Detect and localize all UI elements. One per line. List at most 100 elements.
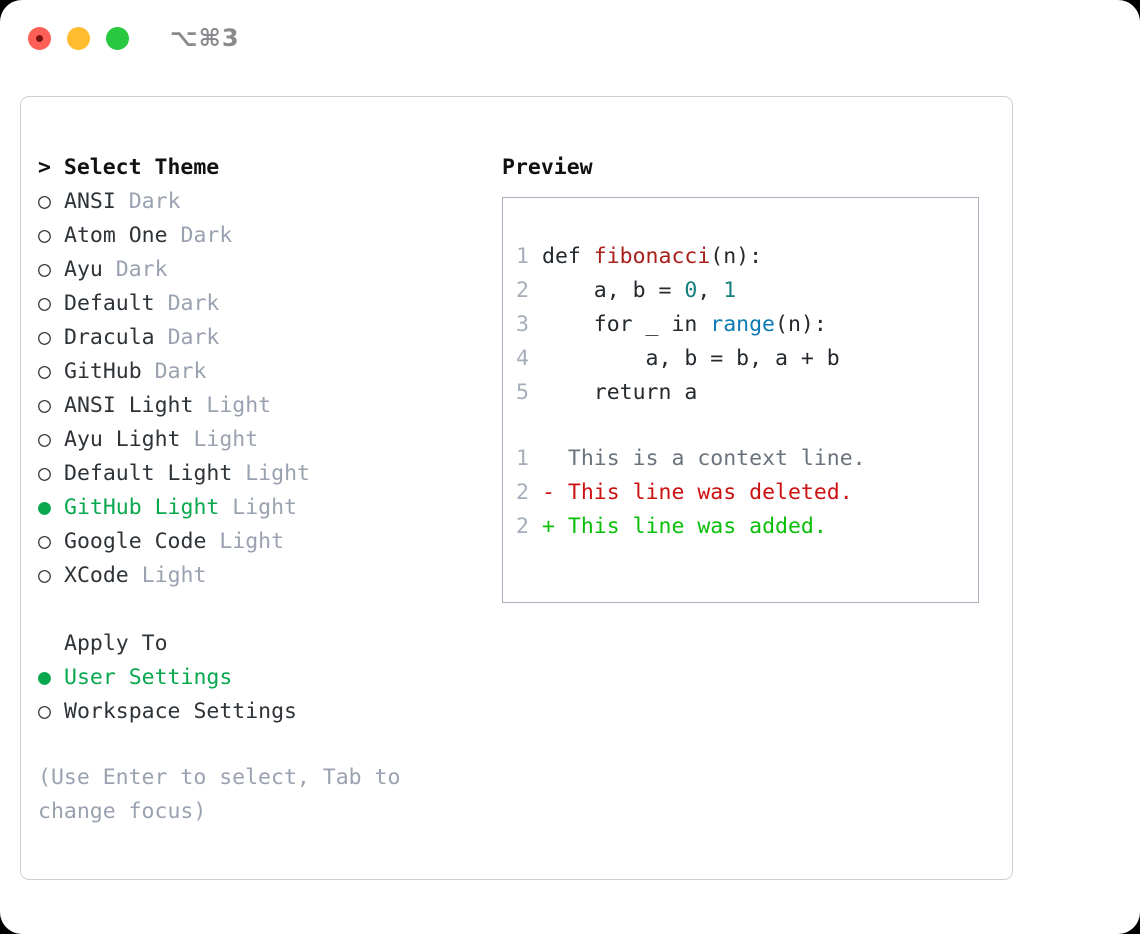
minimize-window-button[interactable] xyxy=(67,27,90,50)
theme-option-tag: Dark xyxy=(128,189,181,214)
diff-marker xyxy=(542,446,555,471)
diff-text: This line was added. xyxy=(567,514,827,539)
apply-to-option-user-settings[interactable]: ● User Settings xyxy=(38,661,478,695)
theme-option-label: Atom One xyxy=(64,223,168,248)
radio-unselected-icon: ○ xyxy=(38,529,51,554)
theme-option-label: Default xyxy=(64,291,155,316)
label-tag-separator xyxy=(155,291,168,316)
diff-text: This line was deleted. xyxy=(567,480,853,505)
apply-to-options-list[interactable]: ● User Settings ○ Workspace Settings xyxy=(38,661,478,729)
theme-option-dracula[interactable]: ○Dracula Dark xyxy=(38,321,478,355)
theme-option-label: Dracula xyxy=(64,325,155,350)
theme-option-tag: Light xyxy=(193,427,259,452)
line-number: 5 xyxy=(516,380,529,405)
theme-option-tag: Dark xyxy=(167,325,220,350)
label-tag-separator xyxy=(155,325,168,350)
code-diff-gap xyxy=(516,410,974,442)
apply-to-option-label: Workspace Settings xyxy=(64,699,297,724)
apply-to-option-label: User Settings xyxy=(64,665,233,690)
code-token-num: 1 xyxy=(723,278,737,303)
line-number: 2 xyxy=(516,278,529,303)
label-tag-separator xyxy=(142,359,155,384)
label-tag-separator xyxy=(206,529,219,554)
theme-option-default-light[interactable]: ○ Default Light Light xyxy=(38,457,478,491)
radio-unselected-icon: ○ xyxy=(38,427,51,452)
maximize-window-button[interactable] xyxy=(106,27,129,50)
preview-header: Preview xyxy=(502,155,593,180)
diff-marker-gap xyxy=(555,514,568,539)
theme-option-xcode[interactable]: ○XCode Light xyxy=(38,559,478,593)
radio-unselected-icon: ○ xyxy=(38,461,51,486)
code-line: 3 for _ in range(n): xyxy=(516,308,974,342)
code-token-call: range xyxy=(710,312,776,337)
label-tag-separator xyxy=(232,461,245,486)
code-line: 1 def fibonacci(n): xyxy=(516,240,974,274)
radio-unselected-icon: ○ xyxy=(38,699,51,724)
theme-option-label: ANSI Light xyxy=(64,393,194,418)
close-window-button[interactable] xyxy=(28,27,51,50)
theme-option-ayu-light[interactable]: ○ Ayu Light Light xyxy=(38,423,478,457)
code-token-plain: a, b = b, a + b xyxy=(542,346,840,371)
diff-marker-gap xyxy=(555,480,568,505)
theme-option-tag: Light xyxy=(141,563,207,588)
code-token-plain: (n): xyxy=(710,244,763,269)
theme-option-tag: Dark xyxy=(154,359,207,384)
radio-unselected-icon: ○ xyxy=(38,189,51,214)
theme-option-atom-one[interactable]: ○Atom One Dark xyxy=(38,219,478,253)
line-number: 2 xyxy=(516,480,529,505)
label-tag-separator xyxy=(116,189,129,214)
label-tag-separator xyxy=(219,495,232,520)
theme-option-label: Google Code xyxy=(64,529,207,554)
theme-option-github[interactable]: ○ GitHub Dark xyxy=(38,355,478,389)
section-spacer xyxy=(38,593,478,627)
radio-unselected-icon: ○ xyxy=(38,223,51,248)
theme-option-label: XCode xyxy=(64,563,129,588)
code-token-plain: for _ in xyxy=(542,312,711,337)
theme-option-ansi[interactable]: ○ANSI Dark xyxy=(38,185,478,219)
theme-option-label: Ayu Light xyxy=(64,427,181,452)
line-number: 1 xyxy=(516,244,529,269)
apply-to-option-workspace-settings[interactable]: ○ Workspace Settings xyxy=(38,695,478,729)
code-line: 5 return a xyxy=(516,376,974,410)
code-token-fn: fibonacci xyxy=(593,244,711,269)
code-token-plain: , xyxy=(697,278,724,303)
theme-option-tag: Light xyxy=(245,461,310,486)
diff-marker-gap xyxy=(555,446,568,471)
window-title-shortcut: ⌥⌘3 xyxy=(170,24,240,52)
radio-selected-icon: ● xyxy=(38,495,51,520)
code-token-plain: a, b = xyxy=(542,278,685,303)
theme-option-tag: Dark xyxy=(115,257,168,282)
theme-option-github-light[interactable]: ●GitHub Light Light xyxy=(38,491,478,525)
radio-unselected-icon: ○ xyxy=(38,359,51,384)
theme-option-label: Default Light xyxy=(64,461,233,486)
code-line: 4 a, b = b, a + b xyxy=(516,342,974,376)
line-number: 4 xyxy=(516,346,529,371)
theme-option-ayu[interactable]: ○Ayu Dark xyxy=(38,253,478,287)
title-bar: ⌥⌘3 xyxy=(0,0,1140,78)
theme-option-label: GitHub xyxy=(64,359,142,384)
theme-options-list[interactable]: ○ANSI Dark○Atom One Dark○Ayu Dark○Defaul… xyxy=(38,185,478,593)
code-token-plain: def xyxy=(542,244,594,269)
line-number: 3 xyxy=(516,312,529,337)
label-tag-separator xyxy=(181,427,194,452)
radio-selected-icon: ● xyxy=(38,665,51,690)
code-token-plain: (n): xyxy=(775,312,827,337)
theme-option-ansi-light[interactable]: ○ANSI Light Light xyxy=(38,389,478,423)
theme-option-tag: Dark xyxy=(167,291,220,316)
line-number: 2 xyxy=(516,514,529,539)
diff-line-add: 2 + This line was added. xyxy=(516,510,974,544)
theme-option-default[interactable]: ○ Default Dark xyxy=(38,287,478,321)
theme-option-google-code[interactable]: ○Google Code Light xyxy=(38,525,478,559)
radio-unselected-icon: ○ xyxy=(38,291,51,316)
label-tag-separator xyxy=(168,223,181,248)
apply-to-header: Apply To xyxy=(64,631,168,656)
theme-selector-column: > Select Theme ○ANSI Dark○Atom One Dark○… xyxy=(38,151,478,829)
keyboard-hint-text: (Use Enter to select, Tab to change focu… xyxy=(38,765,401,824)
code-token-plain: return a xyxy=(542,380,698,405)
diff-marker: + xyxy=(542,514,555,539)
diff-line-context: 1 This is a context line. xyxy=(516,442,974,476)
